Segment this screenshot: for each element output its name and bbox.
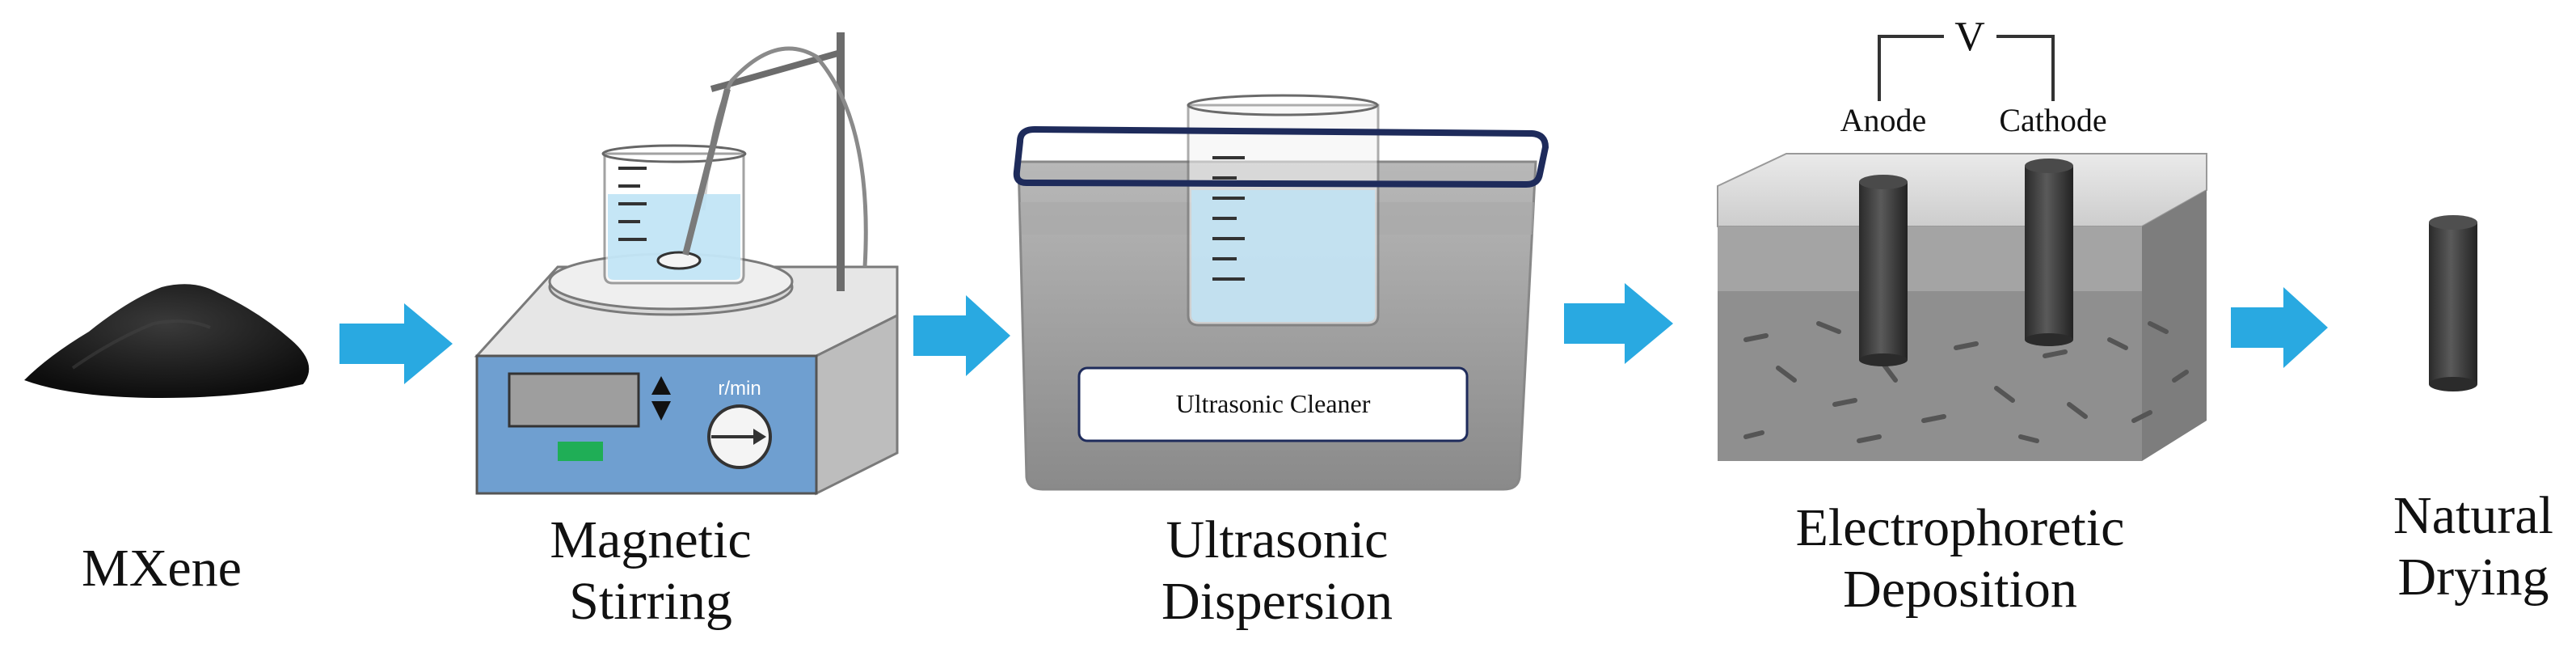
ultrasonic-cleaner-label: Ultrasonic Cleaner: [1176, 389, 1371, 418]
anode-label: Anode: [1840, 102, 1927, 138]
step-label-line: Drying: [2397, 547, 2549, 607]
mxene-particles: [1743, 321, 2189, 443]
step-label-line: Dispersion: [1162, 571, 1393, 631]
voltage-wiring: [1878, 35, 2055, 101]
stirrer-display: [508, 372, 640, 428]
step-label-line: Stirring: [569, 571, 732, 631]
stirring-beaker: [601, 88, 747, 285]
step-label-line: Ultrasonic: [1166, 510, 1389, 569]
magnetic-stirrer: [474, 32, 899, 496]
flow-arrow-3: [1564, 283, 1673, 364]
ultrasonic-beaker: [1187, 94, 1380, 327]
voltage-label: V: [1954, 14, 1985, 60]
step-label-natural-drying: Natural Drying: [2287, 485, 2576, 608]
stirrer-speed-unit: r/min: [718, 378, 761, 400]
ultrasonic-cleaner: [1013, 94, 1549, 491]
flow-arrow-1: [339, 303, 453, 384]
flow-arrow-4: [2231, 287, 2328, 368]
step-label-electrophoretic-deposition: Electrophoretic Deposition: [1774, 497, 2146, 620]
dried-mxene-rod: [2429, 215, 2477, 391]
ultrasonic-tank-rim: [1013, 125, 1549, 188]
stirrer-speed-dial[interactable]: [707, 404, 772, 469]
stirrer-power-button[interactable]: [558, 442, 603, 461]
cathode-electrode: [2025, 159, 2073, 346]
flow-arrow-2: [913, 295, 1010, 376]
step-label-line: Deposition: [1843, 559, 2077, 619]
mxene-powder-pile: [24, 284, 310, 398]
step-label-magnetic-stirring: Magnetic Stirring: [465, 510, 837, 632]
step-label-ultrasonic-dispersion: Ultrasonic Dispersion: [1091, 510, 1463, 632]
step-label-mxene: MXene: [0, 538, 348, 599]
stirrer-up-arrow-icon[interactable]: [651, 376, 671, 395]
step-label-line: Natural: [2393, 486, 2553, 545]
cathode-label: Cathode: [1999, 102, 2106, 138]
electrophoresis-tank: [1717, 35, 2207, 461]
step-label-line: Electrophoretic: [1795, 498, 2125, 557]
stirrer-down-arrow-icon[interactable]: [651, 401, 671, 421]
step-label-line: Magnetic: [550, 510, 752, 569]
step-label-line: MXene: [82, 539, 242, 598]
stir-bar-icon: [656, 251, 702, 270]
ultrasonic-cleaner-plate: [1077, 366, 1469, 442]
anode-electrode: [1859, 175, 1908, 366]
